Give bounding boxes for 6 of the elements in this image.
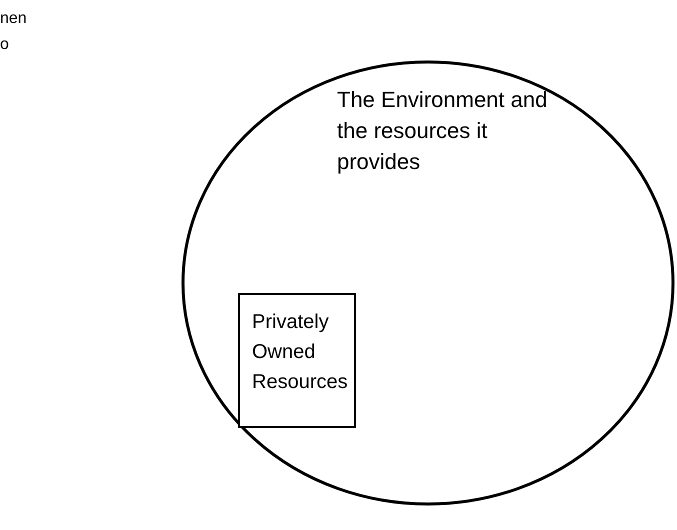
text-fragment: nen [0,9,27,29]
node-label: Privately Owned Resources [252,310,349,395]
rectangle-box [238,293,356,428]
ellipse-region [181,60,675,506]
text-fragment: o [0,35,9,55]
node-label: The Environment and the resources it provides [337,86,548,176]
